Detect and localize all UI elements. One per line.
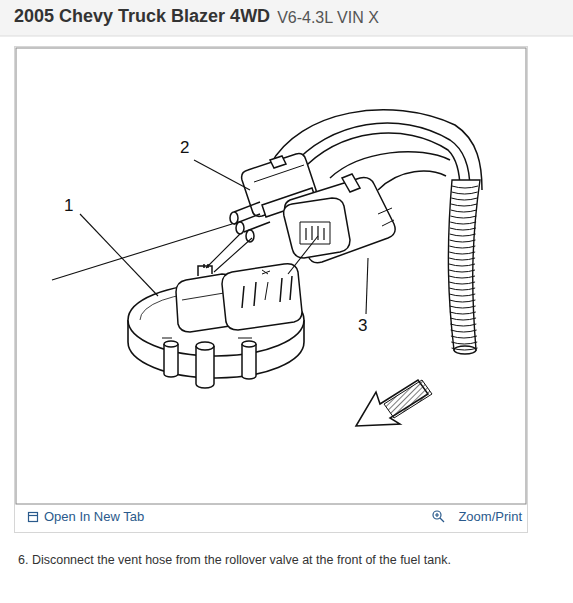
connector-2-part xyxy=(270,156,286,168)
connector-2-part xyxy=(254,165,304,182)
conduit-rib xyxy=(450,312,476,314)
page-title: 2005 Chevy Truck Blazer 4WD xyxy=(14,6,270,28)
conduit-rib xyxy=(451,342,477,344)
direction-arrow-part xyxy=(384,380,432,418)
connector-3 xyxy=(284,174,395,263)
conduit-rib xyxy=(451,198,477,200)
module-receptacle-right-part xyxy=(265,282,268,300)
link-icons-part xyxy=(29,513,38,522)
leader-lines-part xyxy=(366,258,368,314)
harness-wires-part xyxy=(378,171,446,190)
conduit-rib xyxy=(452,186,478,188)
conduit-rib xyxy=(449,240,475,242)
conduit-rib xyxy=(451,210,477,212)
conduit-rib xyxy=(452,348,478,350)
conduit-rib xyxy=(451,330,477,332)
leader-lines-part xyxy=(288,236,318,274)
link-icons-part xyxy=(433,511,441,519)
callout-number: 1 xyxy=(64,196,73,216)
module-posts-part xyxy=(196,342,214,350)
page-chrome xyxy=(0,0,573,533)
callout-number: 2 xyxy=(180,138,189,158)
corrugated-conduit-part xyxy=(448,180,480,350)
link-icons-part xyxy=(440,518,444,522)
link-icons-part xyxy=(435,513,439,517)
conduit-rib xyxy=(449,288,475,290)
connector-3-part xyxy=(300,222,330,244)
conduit-rib xyxy=(449,282,475,284)
module-posts-part xyxy=(196,346,214,388)
connector-3-part xyxy=(378,208,394,226)
module-receptacle-left-part xyxy=(198,266,212,276)
module-receptacle-right-part xyxy=(262,270,270,274)
module-posts-part xyxy=(162,338,252,339)
conduit-rib xyxy=(451,336,477,338)
harness-wires-part xyxy=(290,123,470,190)
connector-3-part xyxy=(284,198,350,258)
leader-lines-part xyxy=(52,224,232,280)
conduit-rib xyxy=(449,276,475,278)
conduit-rib xyxy=(452,192,478,194)
leader-lines-part xyxy=(194,160,250,190)
conduit-rib xyxy=(451,204,477,206)
conduit-rib xyxy=(449,300,475,302)
page-chrome-part xyxy=(0,36,573,37)
module-posts-part xyxy=(242,344,256,379)
page-chrome-part xyxy=(15,47,528,533)
module-posts-part xyxy=(242,341,256,347)
corrugated-conduit xyxy=(448,180,480,354)
conduit-rib xyxy=(450,234,476,236)
direction-arrow xyxy=(356,380,432,426)
callout-number: 3 xyxy=(358,316,367,336)
module-posts-part xyxy=(164,344,178,377)
link-text: Open In New Tab xyxy=(44,509,144,525)
module-posts-part xyxy=(164,341,178,347)
leader-lines-part xyxy=(206,234,252,272)
conduit-rib xyxy=(450,318,476,320)
page-chrome-part xyxy=(0,0,573,36)
connector-3-part xyxy=(285,178,395,263)
module-receptacle-right-part xyxy=(222,264,302,330)
connector-2-part xyxy=(230,212,238,224)
module-posts xyxy=(162,338,256,388)
step-caption: 6. Disconnect the vent hose from the rol… xyxy=(18,553,451,568)
link-icons-part xyxy=(29,515,38,516)
conduit-rib xyxy=(449,252,475,254)
conduit-rib xyxy=(449,264,475,266)
page-chrome-part xyxy=(16,48,526,504)
leader-lines xyxy=(52,160,368,314)
link-text: Zoom/Print xyxy=(458,509,522,525)
conduit-rib xyxy=(449,246,475,248)
conduit-rib xyxy=(450,306,476,308)
conduit-rib xyxy=(450,216,476,218)
module-receptacle-right xyxy=(222,264,302,330)
connector-2-part xyxy=(236,222,244,234)
connector-3-part xyxy=(342,174,360,192)
conduit-rib xyxy=(449,294,475,296)
conduit-rib xyxy=(449,270,475,272)
conduit-ribs xyxy=(449,186,478,350)
conduit-rib xyxy=(450,324,476,326)
conduit-rib xyxy=(450,222,476,224)
engine-subtitle: V6-4.3L VIN X xyxy=(277,8,379,27)
module-receptacle-right-part xyxy=(242,276,292,308)
connector-3-part xyxy=(306,226,324,240)
harness-wires-part xyxy=(330,152,450,178)
conduit-rib xyxy=(450,228,476,230)
conduit-rib xyxy=(449,258,475,260)
harness-wires-part xyxy=(300,133,460,190)
leader-lines-part xyxy=(80,214,158,296)
